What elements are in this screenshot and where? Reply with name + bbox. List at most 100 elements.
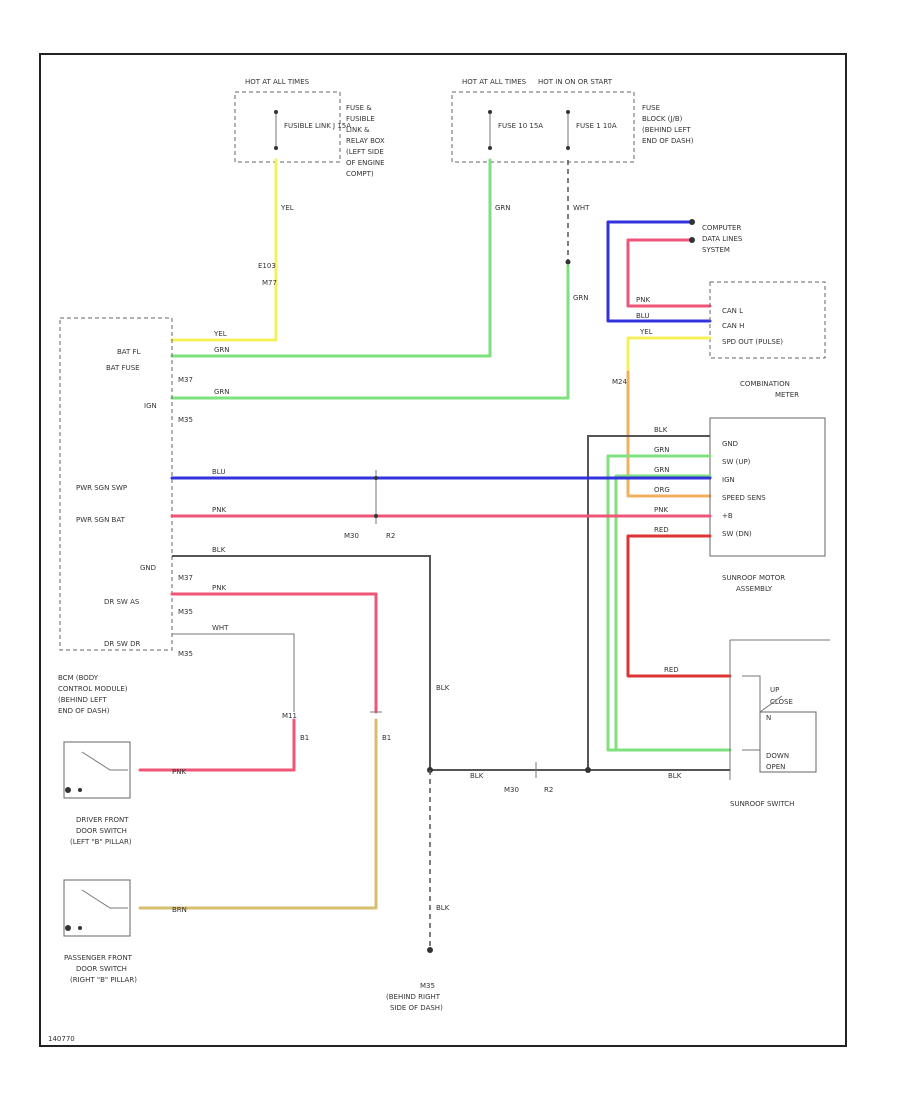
combination-meter-box [709, 281, 826, 359]
bcm-title: BCM (BODY CONTROL MODULE) (BEHIND LEFT E… [58, 674, 130, 715]
connector-pwr-label-r2: R2 [386, 532, 395, 540]
wire-bcm-gnd-blk [172, 555, 431, 770]
switch-open-label: OPEN [766, 763, 785, 771]
bcm-gnd: GND [140, 564, 156, 572]
wire-label-blk-mid: BLK [470, 772, 484, 780]
sunroof-switch-frame [729, 639, 830, 780]
driver-switch-contact [81, 751, 128, 771]
wire-can-l-pnk [626, 238, 712, 308]
switch-n-label: N [766, 714, 771, 722]
wire-ign-grn [170, 264, 570, 400]
motor-ign: IGN [722, 476, 735, 484]
switch-inner-box [759, 711, 817, 773]
computer-data-lines: COMPUTER DATA LINES SYSTEM [702, 224, 745, 254]
wire-bat-fl-yel [170, 158, 278, 342]
wire-label-red-b: RED [654, 526, 669, 534]
wire-label-grn-ign-motor: GRN [654, 466, 670, 474]
fuse-box-2-fuse-b: FUSE 1 10A [576, 122, 617, 130]
switch-close-label: CLOSE [770, 698, 793, 706]
bcm-m35-a: M35 [178, 416, 193, 424]
diagram-footer-code: 140770 [48, 1035, 75, 1043]
fuse-box-1-fuse: FUSIBLE LINK J 15A [284, 122, 351, 130]
fuse-box-2-hot-b: HOT IN ON OR START [538, 78, 613, 86]
driver-door-switch [63, 741, 131, 799]
bcm-ign: IGN [144, 402, 157, 410]
wire-speed-yel [626, 336, 712, 372]
fuse-box-1 [234, 91, 341, 163]
fuse-box-1-hot: HOT AT ALL TIMES [245, 78, 310, 86]
connector-gnd-label-r2: R2 [544, 786, 553, 794]
wire-dr-sw-as-pnk [170, 592, 378, 714]
wire-label-pnk-driver: PNK [172, 768, 186, 776]
wire-label-ora: ORG [654, 486, 670, 494]
wire-label-pnk-motor: PNK [654, 506, 668, 514]
motor-sw-up: SW (UP) [722, 458, 751, 466]
wire-label-pnk-bcm: PNK [212, 506, 226, 514]
fuse-box-2 [451, 91, 635, 163]
connector-label-b1-b: B1 [300, 734, 309, 742]
combo-spd: SPD OUT (PULSE) [722, 338, 783, 346]
wire-label-yel-spd: YEL [639, 328, 653, 336]
bcm-m37-b: M37 [178, 574, 193, 582]
wire-label-blu-bcm: BLU [212, 468, 225, 476]
wire-label-blk-bcm: BLK [212, 546, 226, 554]
bcm-bat-fuse: BAT FUSE [106, 364, 140, 372]
passenger-switch-contact [81, 889, 128, 909]
diagram-frame [39, 53, 847, 1047]
bcm-pwr-sgn-swp: PWR SGN SWP [76, 484, 127, 492]
fuse-box-2-hot-a: HOT AT ALL TIMES [462, 78, 527, 86]
sunroof-motor-box [709, 417, 826, 557]
combo-can-h: CAN H [722, 322, 744, 330]
passenger-switch-label: PASSENGER FRONT DOOR SWITCH (RIGHT "B" P… [64, 954, 137, 984]
wire-driver-pnk [138, 718, 296, 772]
motor-speed: SPEED SENS [722, 494, 766, 502]
wire-label-grn-swup: GRN [654, 446, 670, 454]
wire-label-grn-top: GRN [495, 204, 511, 212]
wire-label-yel-top: YEL [280, 204, 294, 212]
combo-connector: M24 [612, 378, 627, 386]
motor-gnd: GND [722, 440, 738, 448]
motor-sw-dn: SW (DN) [722, 530, 752, 538]
connector-label-m11: M11 [282, 712, 297, 720]
wire-dr-sw-dr-wht [172, 633, 295, 712]
bcm-m35-c: M35 [178, 650, 193, 658]
wire-label-blk-sw: BLK [668, 772, 682, 780]
switch-title: SUNROOF SWITCH [730, 800, 794, 808]
connector-e103: E103 [258, 262, 276, 270]
bcm-box [59, 317, 173, 651]
connector-pwr-label-m30: M30 [344, 532, 359, 540]
fuse-box-2-desc: FUSE BLOCK (J/B) (BEHIND LEFT END OF DAS… [642, 104, 694, 145]
bcm-pwr-sgn-bat: PWR SGN BAT [76, 516, 126, 524]
fuse-box-1-desc: FUSE & FUSIBLE LINK & RELAY BOX (LEFT SI… [346, 104, 387, 178]
wire-label-pnk-can: PNK [636, 296, 650, 304]
fuse-box-2-fuse-a: FUSE 10 15A [498, 122, 543, 130]
motor-b: +B [722, 512, 733, 520]
wire-label-grn-ign-bcm: GRN [214, 388, 230, 396]
wire-label-yel-bcm: YEL [213, 330, 227, 338]
wire-label-blk-ground: BLK [436, 684, 450, 692]
wire-passenger-brn [138, 718, 378, 910]
wire-motor-swup-grn [606, 454, 732, 752]
combo-title: COMBINATION METER [740, 380, 799, 399]
wire-label-pnk-dr: PNK [212, 584, 226, 592]
combo-can-l: CAN L [722, 307, 743, 315]
bcm-dr-sw-dr: DR SW DR [104, 640, 140, 648]
motor-title: SUNROOF MOTOR ASSEMBLY [722, 574, 787, 593]
wire-label-blk-ground-2: BLK [436, 904, 450, 912]
wire-motor-gnd-blk [587, 435, 710, 770]
passenger-door-switch [63, 879, 131, 937]
bcm-m37-a: M37 [178, 376, 193, 384]
connector-m77: M77 [262, 279, 277, 287]
switch-up-label: UP [770, 686, 779, 694]
wire-label-blk-gnd: BLK [654, 426, 668, 434]
bcm-bat-fl: BAT FL [117, 348, 141, 356]
wire-motor-ign-grn [614, 474, 712, 752]
bcm-dr-sw-as: DR SW AS [104, 598, 140, 606]
wire-label-red-sw: RED [664, 666, 679, 674]
connector-label-b1-a: B1 [382, 734, 391, 742]
wire-motor-b-red [626, 534, 732, 678]
wire-label-wht-dr: WHT [212, 624, 229, 632]
wire-can-h-blu [606, 220, 712, 323]
wire-label-brn: BRN [172, 906, 187, 914]
